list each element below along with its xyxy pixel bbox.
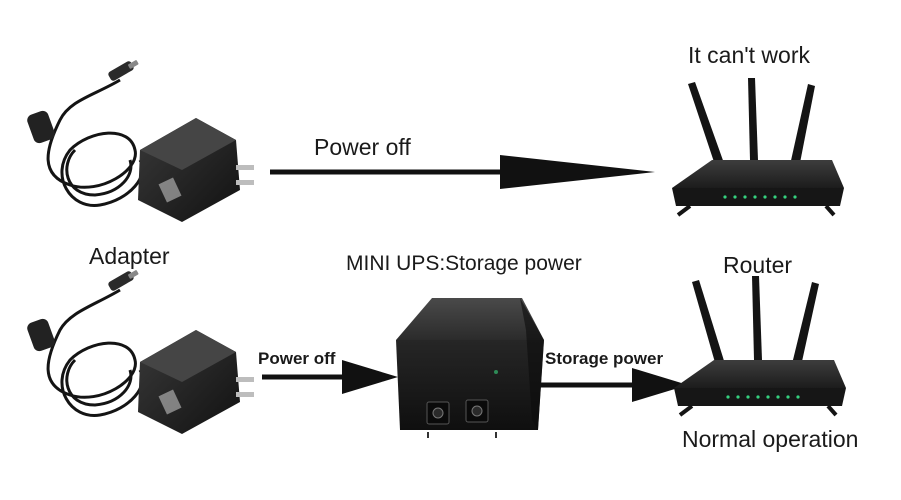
power-off-bottom-label: Power off bbox=[258, 349, 336, 368]
adapter-bottom-icon bbox=[27, 270, 254, 434]
storage-power-label: Storage power bbox=[545, 349, 664, 368]
router-top-status-label: It can't work bbox=[688, 42, 810, 68]
arrow-bottom-right-icon bbox=[540, 368, 688, 402]
router-bottom-icon bbox=[674, 276, 846, 417]
mini-ups-icon bbox=[396, 298, 544, 438]
normal-operation-label: Normal operation bbox=[682, 426, 859, 452]
mini-ups-label: MINI UPS:Storage power bbox=[346, 252, 582, 275]
router-top-icon bbox=[672, 78, 844, 217]
power-off-top-label: Power off bbox=[314, 134, 411, 160]
arrow-bottom-left-icon bbox=[262, 360, 398, 394]
router-label: Router bbox=[723, 252, 793, 278]
adapter-top-icon bbox=[27, 60, 254, 222]
arrow-top-icon bbox=[270, 155, 655, 189]
adapter-label: Adapter bbox=[89, 243, 170, 269]
